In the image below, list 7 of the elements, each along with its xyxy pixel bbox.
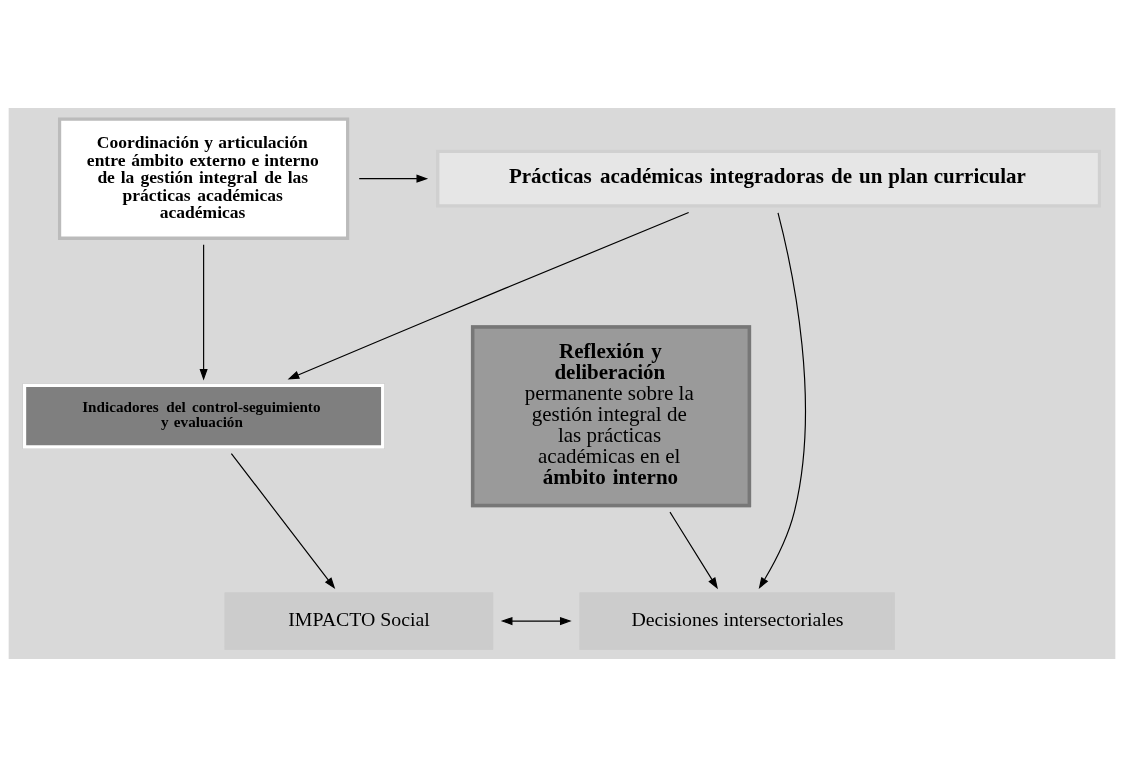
arrow — [230, 453, 336, 590]
arrow — [287, 212, 690, 380]
arrow — [199, 244, 208, 381]
arrow — [500, 616, 572, 626]
arrow — [669, 511, 718, 590]
arrow — [358, 174, 429, 183]
arrow — [758, 212, 806, 590]
